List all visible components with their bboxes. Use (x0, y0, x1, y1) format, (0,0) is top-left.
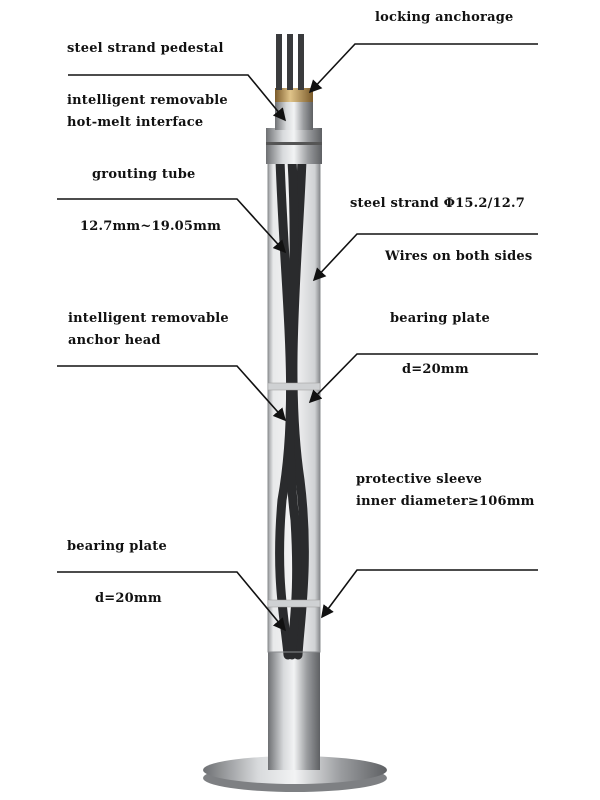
label-sleeve-line2: inner diameter≥106mm (356, 494, 535, 509)
label-locking-anchorage: locking anchorage (375, 10, 514, 25)
label-bearing-plate-lower-d: d=20mm (95, 591, 162, 606)
leader-lines (57, 43, 538, 632)
label-wires: Wires on both sides (385, 249, 533, 264)
bearing-plate-upper (267, 382, 321, 391)
label-steel-strand-pedestal: steel strand pedestal (67, 41, 224, 56)
lower-cylinder (268, 650, 320, 770)
label-steel-strand: steel strand Φ15.2/12.7 (350, 196, 525, 211)
label-hot-melt-line1: intelligent removable (67, 93, 228, 108)
top-strands (276, 34, 304, 90)
locking-anchorage-brass (275, 88, 313, 102)
label-grouting-tube-size: 12.7mm~19.05mm (80, 219, 222, 234)
label-bearing-plate-upper: bearing plate (390, 311, 490, 326)
label-anchor-head-line2: anchor head (68, 333, 161, 348)
label-anchor-head-line1: intelligent removable (68, 311, 229, 326)
label-bearing-plate-upper-d: d=20mm (402, 362, 469, 377)
label-sleeve-line1: protective sleeve (356, 472, 483, 487)
label-grouting-tube: grouting tube (92, 167, 196, 182)
label-bearing-plate-lower: bearing plate (67, 539, 167, 554)
label-hot-melt-line2: hot-melt interface (67, 115, 204, 130)
top-collar (266, 128, 322, 164)
bearing-plate-lower (267, 599, 321, 608)
strands (275, 155, 309, 660)
